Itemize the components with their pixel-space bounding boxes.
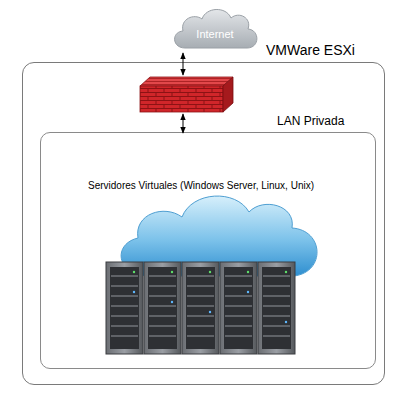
internet-cloud: Internet (170, 3, 260, 53)
firewall-icon (140, 77, 233, 112)
virtual-cloud (121, 196, 317, 276)
host-frame: LAN PrivadaVMWare ESXi (22, 62, 385, 385)
link-arrow (183, 114, 184, 133)
frame-title: VMWare ESXi (266, 42, 355, 58)
link-arrow (183, 53, 184, 75)
frame-title: LAN Privada (277, 114, 344, 128)
caption-note: Servidores Virtuales (Windows Server, Li… (88, 180, 314, 191)
cloud-label: Internet (170, 28, 260, 40)
server-racks (106, 262, 295, 354)
lan-frame: LAN Privada (40, 132, 376, 369)
